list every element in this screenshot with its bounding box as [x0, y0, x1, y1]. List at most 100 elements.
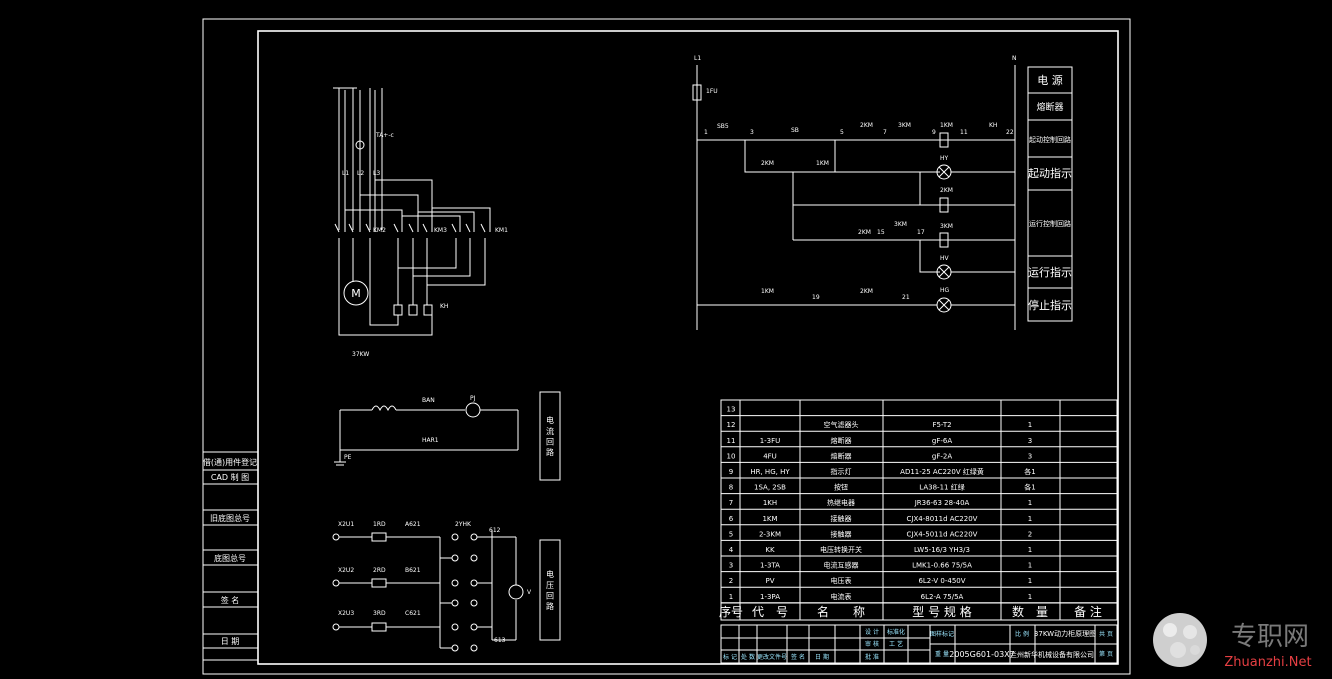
bom-cell-no: 6 [729, 515, 734, 523]
fuse-label: 3RD [373, 610, 386, 617]
contact-label: 3KM [898, 122, 911, 129]
bom-header: 代 号 [752, 605, 788, 619]
side-label-current: 电 流 回 路 [546, 415, 555, 456]
bom-cell-code: HR, HG, HY [750, 468, 790, 476]
wire-number: 15 [877, 229, 885, 236]
thermal-relay-label: KH [440, 303, 448, 310]
bom-cell-model: JR36-63 28-40A [914, 499, 970, 507]
title-block: 设 计 审 核 标准化 工 艺 批 准 标 记 处 数 更改文件号 签 名 日 … [720, 624, 1118, 664]
bom-cell-qty: 1 [1028, 577, 1032, 585]
contact-label: 2KM [860, 122, 873, 129]
bom-cell-no: 3 [729, 562, 733, 570]
wire-number: 22 [1006, 129, 1014, 136]
lamp-label: HG [940, 287, 950, 294]
bom-cell-no: 10 [727, 452, 736, 460]
bom-cell-name: 熔断器 [831, 436, 852, 445]
meter-label: PJ [470, 395, 476, 402]
watermark: 专职网 Zhuanzhi.Net [1153, 613, 1312, 670]
bom-cell-qty: 1 [1028, 562, 1032, 570]
bom-cell-name: 电压转换开关 [820, 545, 862, 554]
left-strip-label: 旧底图总号 [210, 513, 250, 523]
voltmeter-label: V [527, 589, 532, 596]
legend-label: 运行指示 [1028, 265, 1072, 279]
title-label: 标准化 [887, 628, 905, 636]
wire-number: 11 [960, 129, 968, 136]
bom-cell-model: CJX4-8011d AC220V [907, 515, 978, 523]
bom-cell-no: 4 [729, 546, 734, 554]
bom-cell-model: gF-2A [932, 452, 952, 460]
wire-number: 3 [750, 129, 754, 136]
legend-label: 起动指示 [1028, 166, 1072, 180]
bom-cell-code: 4FU [763, 452, 777, 460]
fuse-label: 2RD [373, 567, 386, 574]
title-label: 图样标记 [930, 630, 954, 638]
bom-cell-no: 1 [729, 593, 733, 601]
motor-label: M [351, 287, 361, 300]
bom-cell-code: PV [765, 577, 774, 585]
inner-frame [257, 30, 1119, 665]
phase-label: L2 [357, 170, 364, 177]
contact-label: 2KM [761, 160, 774, 167]
control-circuit: L1 N 1FU 1 SB5 3 SB 5 2KM 7 3KM 9 1KM 11… [692, 55, 1017, 330]
wire-number: 1 [704, 129, 708, 136]
contact-label: 2KM [860, 288, 873, 295]
motor-symbol [343, 280, 369, 306]
coil-label: 2KM [940, 187, 953, 194]
bom-header: 数 量 [1012, 604, 1048, 619]
bom-cell-model: gF-6A [932, 437, 952, 445]
bom-header: 备 注 [1074, 604, 1102, 619]
bom-cell-code: 1KH [763, 499, 777, 507]
heater-circuit-label: HAR1 [422, 437, 439, 444]
bom-cell-name: 接触器 [831, 529, 852, 538]
bom-cell-name: 空气滤器头 [824, 420, 859, 429]
drawing-name: 37KW动力柜原理图 [1034, 629, 1096, 638]
legend-label: 运行控制回路 [1029, 219, 1071, 228]
fuse-label: 1RD [373, 521, 386, 528]
wire-label: 613 [494, 637, 506, 644]
bom-cell-no: 9 [729, 468, 733, 476]
contact-label: 1KM [761, 288, 774, 295]
wire-number: 19 [812, 294, 820, 301]
contact-label: 1KM [816, 160, 829, 167]
title-label: 日 期 [815, 653, 829, 661]
bom-cell-model: F5-T2 [932, 421, 951, 429]
terminal-label: X2U1 [338, 521, 354, 528]
contact-label: 3KM [894, 221, 907, 228]
bom-cell-code: 1-3FU [760, 437, 781, 445]
outer-frame [202, 18, 1131, 675]
bom-header: 名 称 [817, 604, 865, 619]
company-name: 兰州新华机械设备有限公司 [1010, 650, 1094, 659]
voltage-circuit: X2U1 1RD A621 2YHK 612 X2U2 2RD B621 X2U… [332, 521, 561, 652]
title-label: 签 名 [791, 653, 805, 661]
drawing-number: 2005G601-03X7 [949, 650, 1014, 659]
bom-cell-name: 热继电器 [827, 498, 855, 507]
legend-label: 电 源 [1037, 73, 1063, 87]
lamp-label: HV [940, 255, 950, 262]
main-circuit: TA+-c L1 L2 L3 KM2 KM3 KM1 M [333, 87, 508, 358]
left-strip-label: 签 名 [221, 595, 240, 605]
bom-cell-qty: 2 [1028, 530, 1032, 538]
bom-cell-qty: 1 [1028, 421, 1032, 429]
current-circuit: BAN PJ HAR1 PE 电 流 回 路 [334, 391, 561, 481]
bom-cell-code: 1-3PA [760, 593, 780, 601]
heater-label: BAN [422, 397, 435, 404]
bom-cell-model: 6L2-A 75/5A [921, 593, 964, 601]
phase-label: L1 [342, 170, 349, 177]
bom-cell-qty: 1 [1028, 546, 1032, 554]
side-label-voltage: 电 压 回 路 [546, 569, 555, 610]
wire-label: C621 [405, 610, 421, 617]
wire-number: 9 [932, 129, 936, 136]
bom-cell-no: 12 [727, 421, 736, 429]
bom-cell-name: 指示灯 [831, 467, 852, 476]
contactor-km3-label: KM3 [434, 227, 447, 234]
ground-label: PE [344, 454, 352, 461]
bom-cell-model: CJX4-5011d AC220V [907, 530, 978, 538]
bom-cell-qty: 3 [1028, 452, 1032, 460]
bom-cell-name: 电流互感器 [824, 561, 859, 570]
fuse-label: 1FU [706, 88, 718, 95]
title-label: 设 计 [865, 628, 879, 636]
bom-cell-qty: 3 [1028, 437, 1032, 445]
bom-cell-model: LW5-16/3 YH3/3 [914, 546, 970, 554]
